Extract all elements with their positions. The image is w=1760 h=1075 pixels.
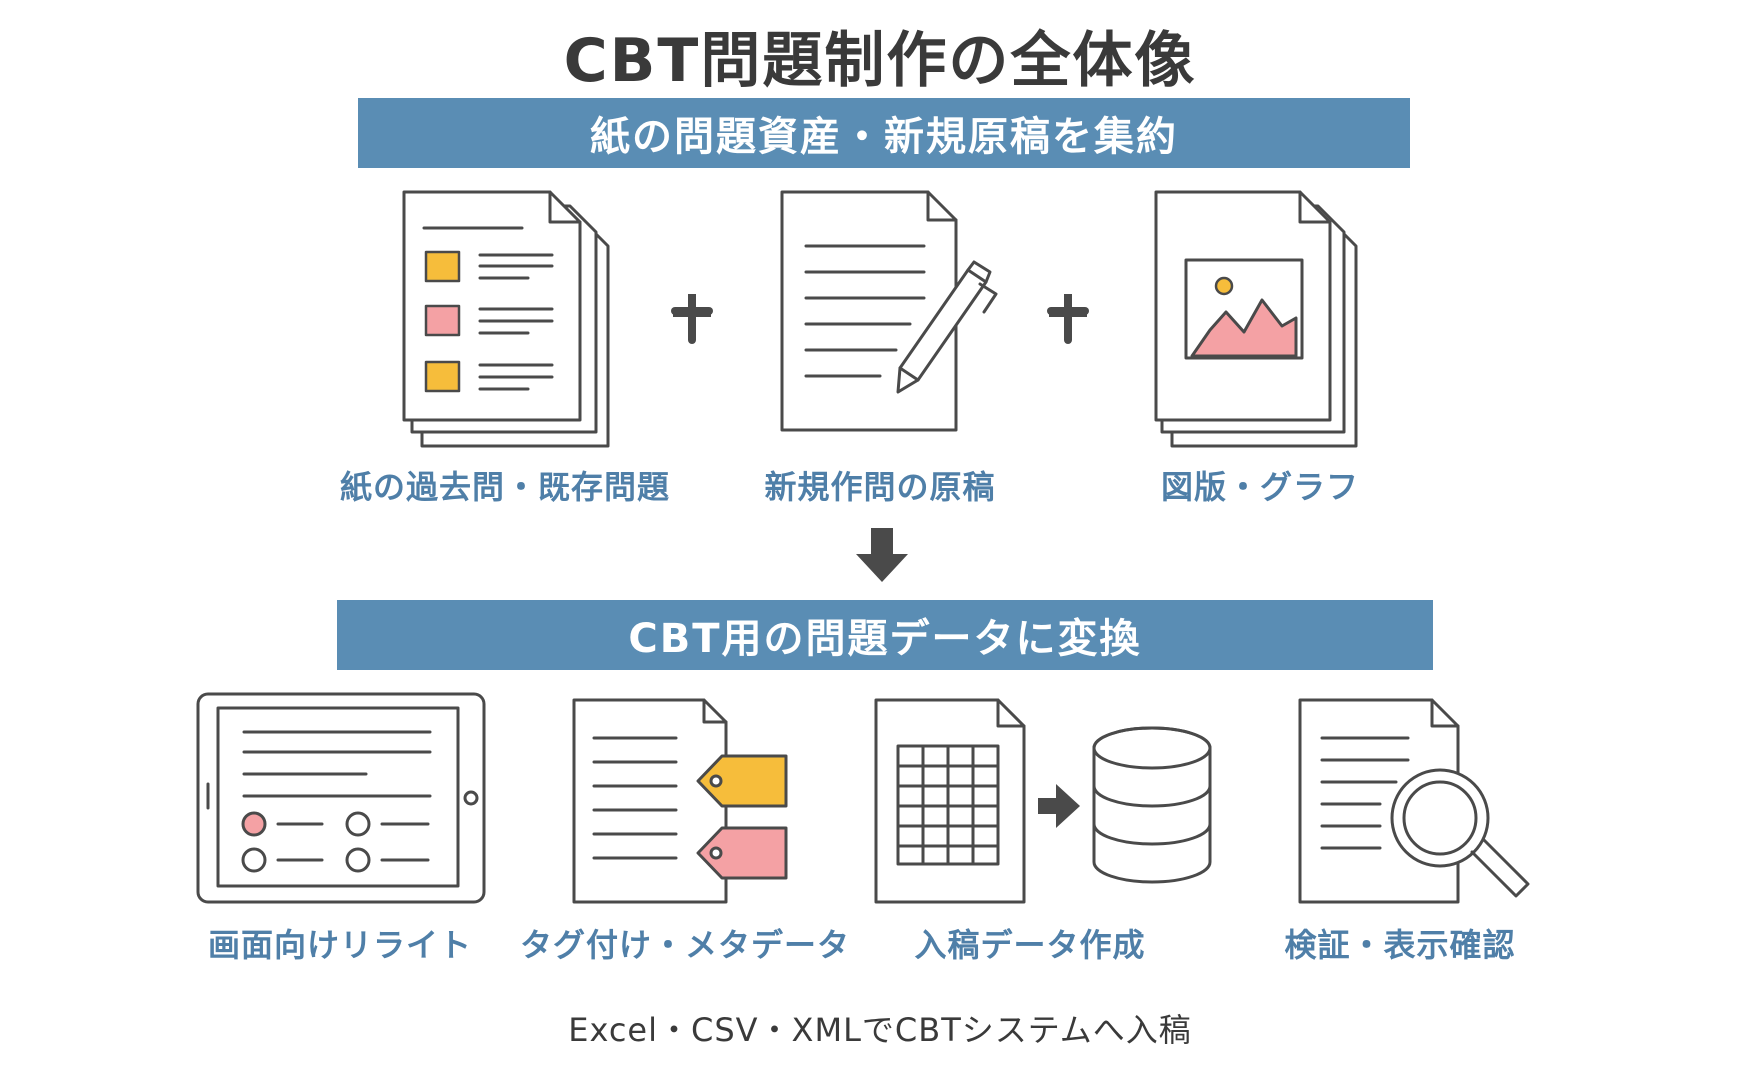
label-new-manuscript: 新規作問の原稿 [764,468,996,506]
down-arrow-icon [856,528,908,582]
section-banner-collect: 紙の問題資産・新規原稿を集約 [358,98,1410,168]
label-verification: 検証・表示確認 [1284,926,1516,964]
label-tagging-metadata: タグ付け・メタデータ [520,926,851,964]
tablet-screen-icon [196,692,486,904]
spreadsheet-to-database-icon [874,698,1212,904]
image-document-icon [1154,190,1358,448]
stacked-question-papers-icon [402,190,610,448]
tagged-document-icon [572,698,788,904]
label-figures-graphs: 図版・グラフ [1160,468,1359,506]
document-magnifier-icon [1298,698,1530,904]
section-banner-convert: CBT用の問題データに変換 [337,600,1433,670]
page-title: CBT問題制作の全体像 [563,26,1197,96]
label-paper-past-questions: 紙の過去問・既存問題 [339,468,670,506]
label-submission-data: 入稿データ作成 [914,926,1146,964]
footer-note: Excel・CSV・XMLでCBTシステムへ入稿 [568,1011,1192,1049]
label-screen-rewrite: 画面向けリライト [207,926,472,964]
manuscript-with-pen-icon [780,190,998,432]
